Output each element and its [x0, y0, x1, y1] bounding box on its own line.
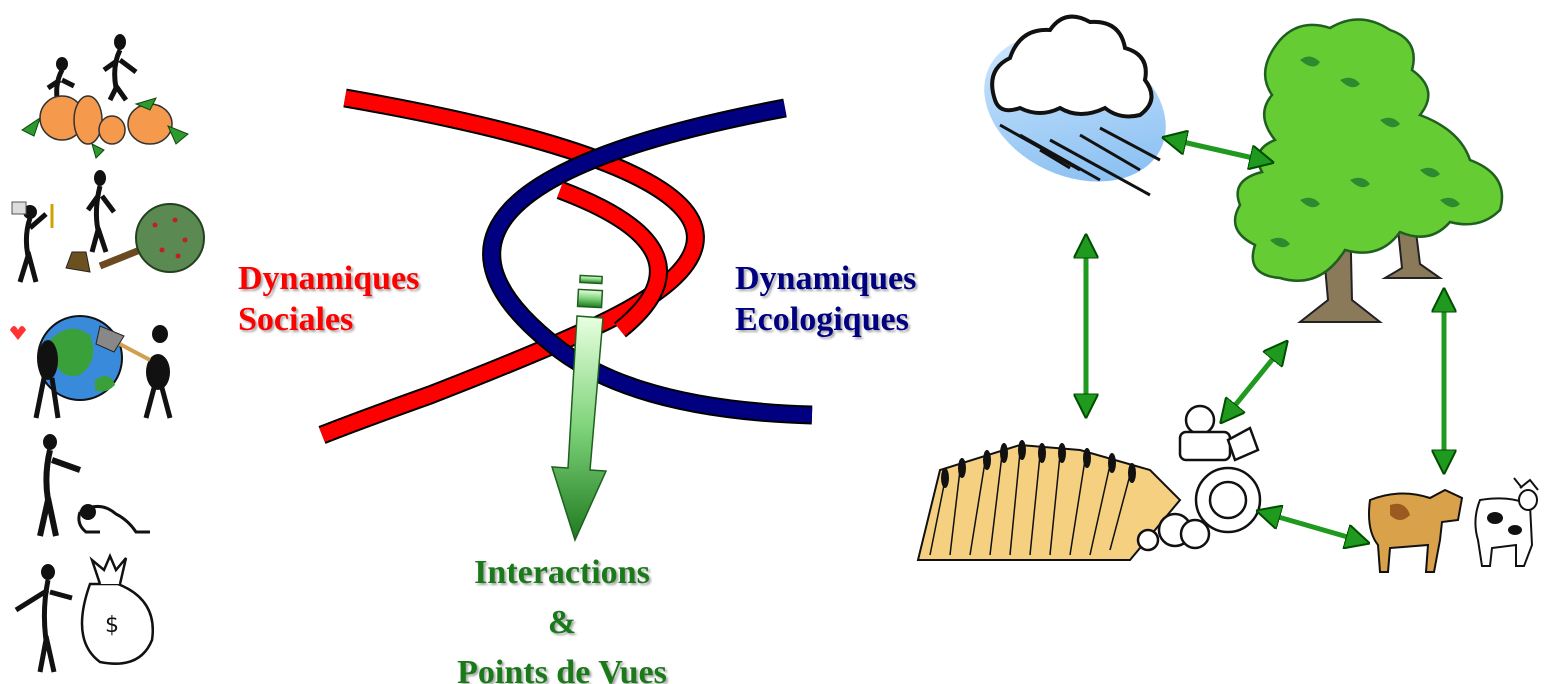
trees-icon — [1233, 18, 1504, 323]
social-label-line2: Sociales — [238, 301, 354, 338]
interactions-line3: Points de Vues — [457, 654, 667, 684]
eco-label-line2: Ecologiques — [735, 301, 909, 338]
arrow-fields-cows — [1268, 514, 1358, 540]
eco-label-line1: Dynamiques — [735, 260, 917, 297]
arrow-cloud-trees — [1174, 140, 1262, 160]
double-arrows — [1086, 140, 1444, 540]
interaction-arrow — [550, 274, 608, 543]
people-bowing-icon — [37, 434, 150, 537]
woodcutter-tree-icon — [11, 170, 205, 283]
svg-text:$: $ — [105, 613, 119, 638]
earth-vacuum-icon — [10, 315, 173, 419]
interactions-label: Interactions & Points de Vues — [412, 548, 712, 684]
social-arc-front — [556, 181, 668, 338]
arrow-trees-fields — [1228, 350, 1280, 414]
people-pumpkin-icon — [21, 34, 189, 159]
ecological-dynamics-label: Dynamiques Ecologiques — [735, 258, 916, 340]
social-label-line1: Dynamiques — [238, 260, 420, 297]
rain-cloud-icon — [984, 14, 1166, 197]
wheat-tractor-icon — [916, 404, 1262, 561]
cows-icon — [1368, 477, 1539, 573]
ecological-arc — [482, 98, 813, 425]
social-dynamics-label: Dynamiques Sociales — [238, 258, 419, 340]
interactions-line2: & — [547, 604, 577, 641]
money-bag-icon: $ — [14, 552, 155, 673]
interactions-line1: Interactions — [474, 554, 650, 591]
